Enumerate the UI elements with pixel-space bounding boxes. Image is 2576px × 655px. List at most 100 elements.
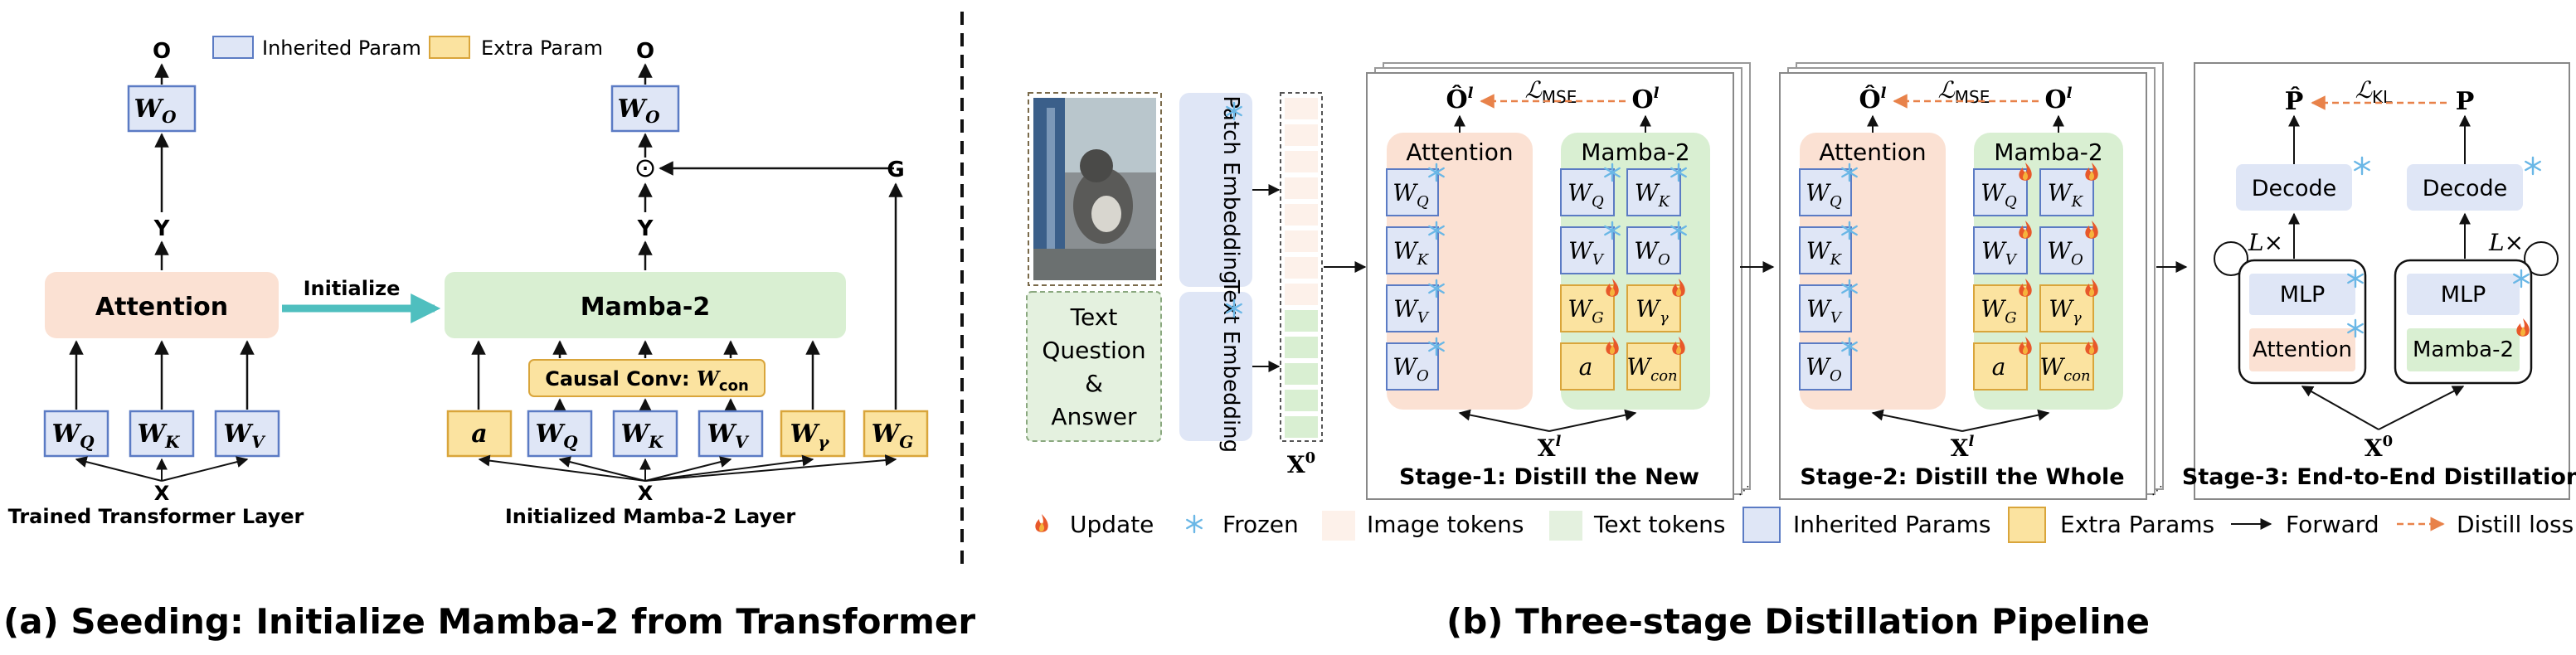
stage1-xl: Xl — [1538, 433, 1562, 462]
right-wv-label: WV — [707, 420, 750, 452]
stage1-attn-w2-box — [1386, 284, 1439, 332]
stage2-mamba-w3-box — [2039, 226, 2094, 274]
stage1-o-hat: Ôl — [1446, 85, 1474, 114]
legend-forward-label: Forward — [2286, 511, 2379, 538]
text-token — [1285, 390, 1318, 411]
image-token — [1285, 177, 1318, 199]
stage2-mamba-w1-box — [2039, 168, 2094, 216]
text-embedding-box — [1179, 292, 1252, 441]
right-wq-box — [527, 410, 593, 458]
legend-inherited-params-swatch — [1742, 507, 1781, 543]
left-wo-box — [127, 85, 197, 133]
stage3-right-mamba-label: Mamba-2 — [2413, 337, 2514, 362]
stage1-mamba-w3-box — [1626, 226, 1681, 274]
right-wo-label: WO — [617, 95, 660, 127]
right-wk-label: WK — [620, 420, 664, 452]
mamba-block — [445, 272, 846, 338]
stage3-right-mlp — [2407, 274, 2520, 315]
stage3-left-mlp — [2249, 274, 2355, 315]
causal-conv-label: Causal Conv: Wcon — [545, 366, 749, 395]
text-token — [1285, 363, 1318, 385]
left-caption: Trained Transformer Layer — [8, 505, 304, 528]
image-token — [1285, 124, 1318, 146]
stage2-mamba-w1-label: WK — [2048, 179, 2084, 211]
right-wg-label: WG — [872, 420, 914, 452]
stage2-mamba-w0-box — [1973, 168, 2028, 216]
stage3-p-hat: P̂ — [2285, 87, 2304, 116]
right-wg-box — [863, 410, 929, 458]
stage1-mamba-w7-box — [1626, 342, 1681, 391]
left-wk-box — [129, 410, 195, 458]
right-y: Y — [637, 216, 654, 241]
left-y: Y — [153, 216, 171, 241]
stage3-loop-left — [2214, 241, 2248, 276]
legend-extra-params-swatch — [2008, 507, 2046, 543]
stage1-mamba-w5-label: Wγ — [1636, 295, 1669, 327]
stage3-left-attention-label: Attention — [2253, 337, 2352, 362]
legend-update-icon — [1035, 514, 1048, 532]
legend-update-label: Update — [1070, 511, 1154, 538]
stage1-attn-w0-label: WQ — [1392, 179, 1429, 211]
stage1-mamba-w1-label: WK — [1635, 179, 1671, 211]
stage1-attention-label: Attention — [1406, 138, 1513, 166]
panel-a-title: (a) Seeding: Initialize Mamba-2 from Tra… — [3, 601, 975, 642]
legend-frozen-icon — [1186, 514, 1203, 534]
right-wo-box — [610, 85, 680, 133]
attention-label: Attention — [95, 293, 228, 322]
right-wk-box — [612, 410, 678, 458]
svg-text:⋰: ⋰ — [2151, 484, 2163, 497]
stage2-mamba-label: Mamba-2 — [1994, 138, 2102, 166]
legend-text-tokens-label: Text tokens — [1593, 511, 1725, 538]
stage2-mamba-w6-box — [1973, 342, 2028, 391]
legend-text-tokens-swatch — [1549, 511, 1582, 541]
stage2-mamba-w2-label: WV — [1981, 237, 2018, 269]
stage1-mamba-w5-box — [1626, 284, 1681, 332]
stage2-o: Ol — [2045, 85, 2073, 114]
image-token — [1285, 257, 1318, 279]
text-question-box — [1026, 291, 1162, 442]
left-wk-label: WK — [137, 420, 181, 452]
stage2-attention-label: Attention — [1819, 138, 1926, 166]
right-wgamma-label: Wγ — [790, 420, 830, 452]
attention-block — [45, 272, 279, 338]
stage2-mamba-w4-box — [1973, 284, 2028, 332]
stage2-attn-w0-label: WQ — [1806, 179, 1842, 211]
stage2-mamba-w2-box — [1973, 226, 2028, 274]
right-input-x: X — [638, 482, 654, 505]
stage1-attn-w3-label: WO — [1392, 353, 1429, 385]
patch-embedding-box — [1179, 93, 1252, 287]
right-output-o: O — [636, 39, 654, 64]
stage2-label: Stage-2: Distill the Whole — [1800, 464, 2124, 490]
left-wo-label: WO — [134, 95, 177, 127]
x0-label: X0 — [1287, 449, 1315, 478]
stage3-p: P — [2456, 87, 2475, 116]
panel-a: Inherited Param Extra Param O WO Y Atten… — [3, 36, 975, 642]
stage3-left-mlp-label: MLP — [2280, 282, 2326, 308]
stage1-mamba-w2-label: WV — [1568, 237, 1605, 269]
stage1-loss: ℒMSE — [1525, 76, 1577, 107]
stage2-mamba-w3-label: WO — [2047, 237, 2083, 269]
left-wv-label: WV — [223, 420, 266, 452]
stage1-mamba-w4-label: WG — [1567, 295, 1603, 327]
stage3-lx-right: L× — [2488, 229, 2524, 256]
legend-extra-params-label: Extra Params — [2060, 511, 2214, 538]
stage2-mamba-w0-label: WQ — [1981, 179, 2017, 211]
text-question-line1: Text — [1070, 303, 1118, 331]
stage2-loss: ℒMSE — [1938, 76, 1990, 107]
stage1-o: Ol — [1632, 85, 1660, 114]
right-caption: Initialized Mamba-2 Layer — [505, 505, 796, 528]
token-column — [1285, 98, 1318, 438]
stage1-mamba-label: Mamba-2 — [1581, 138, 1689, 166]
stage2-attn-w2-label: WV — [1806, 295, 1843, 327]
stage3-left-attention — [2249, 328, 2355, 371]
causal-conv-box — [528, 359, 766, 397]
left-wq-box — [43, 410, 109, 458]
stage2-mamba-w4-label: WG — [1981, 295, 2016, 327]
left-wv-box — [214, 410, 280, 458]
stage3-decode-right — [2407, 164, 2523, 211]
right-wv-box — [697, 410, 764, 458]
token-column-frame — [1280, 92, 1323, 442]
text-question-line2: Question — [1042, 337, 1145, 364]
